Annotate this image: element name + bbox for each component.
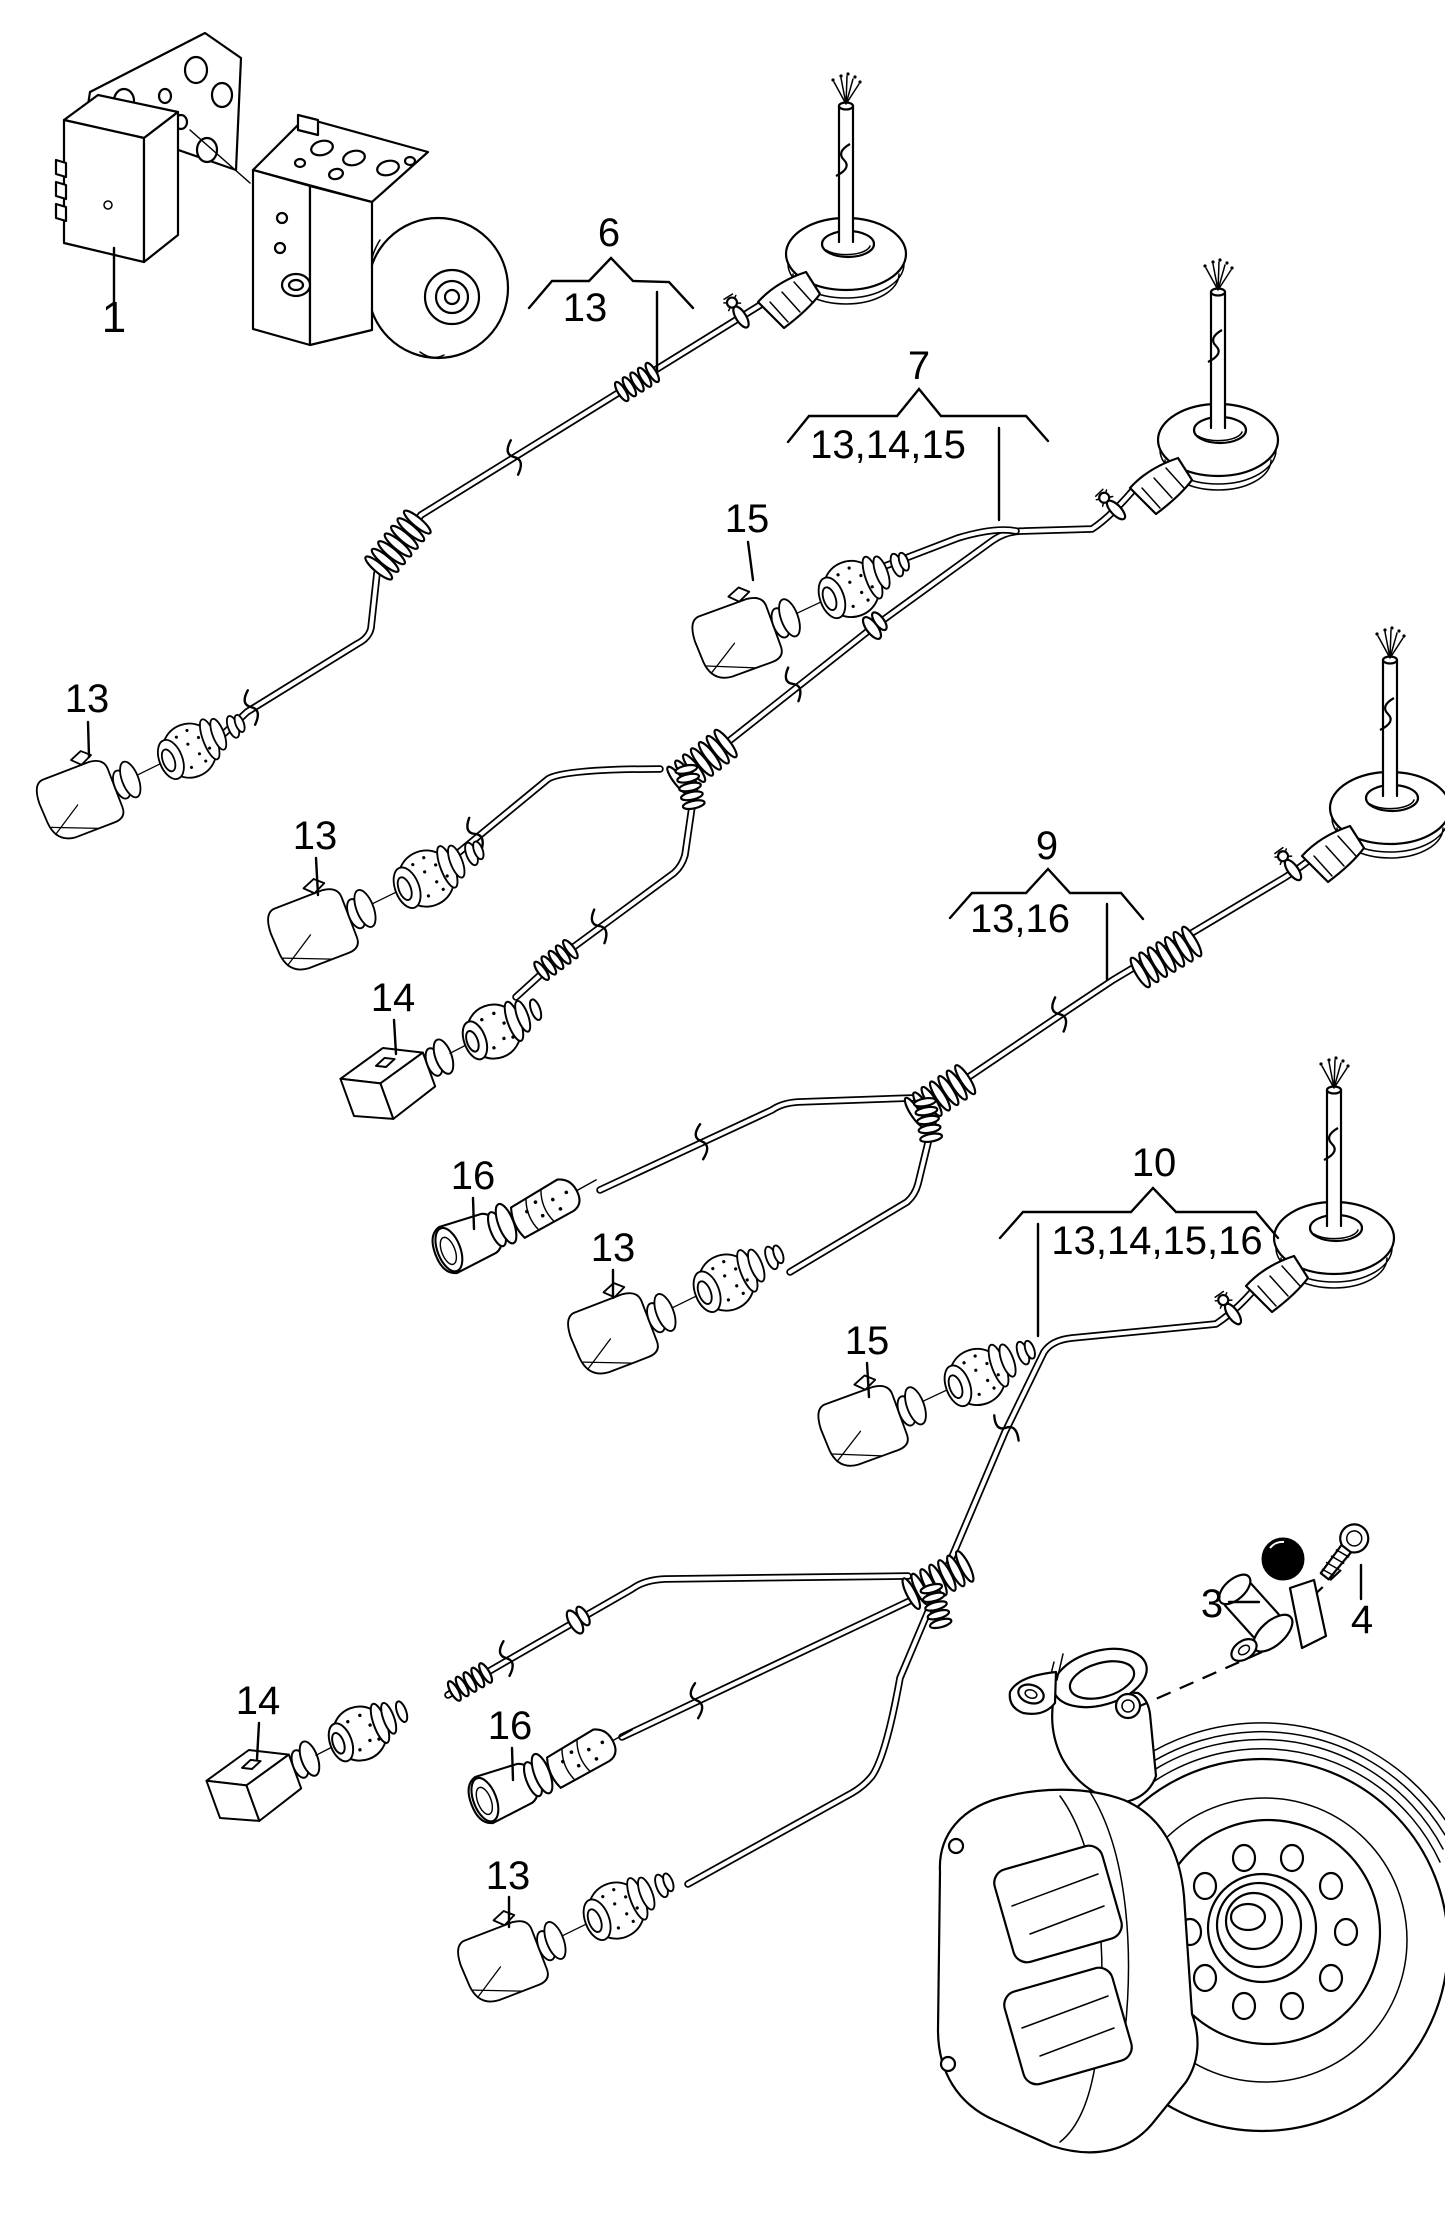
grommet-2 bbox=[1128, 257, 1280, 516]
group-bracket-7 bbox=[786, 387, 1050, 522]
leader-14-mid bbox=[392, 1018, 398, 1056]
harness-rear-2 bbox=[199, 1055, 1396, 2010]
leader-15-bottom bbox=[865, 1361, 871, 1399]
group-bracket-6 bbox=[527, 256, 695, 375]
callout-item-4: 4 bbox=[1351, 1598, 1373, 1642]
callout-group-6: 6 bbox=[598, 211, 620, 255]
callout-16-bottom: 16 bbox=[488, 1704, 533, 1748]
connector-14-bottom bbox=[199, 1689, 426, 1835]
callout-item-1: 1 bbox=[102, 293, 126, 342]
connector-13-left bbox=[26, 691, 262, 847]
sensor-mount-dash bbox=[1139, 1650, 1263, 1708]
callout-15-top: 15 bbox=[725, 497, 770, 541]
callout-16-mid: 16 bbox=[451, 1154, 496, 1198]
callout-13-mid: 13 bbox=[293, 814, 338, 858]
callout-group-7-members: 13,14,15 bbox=[810, 423, 966, 467]
callout-group-9-members: 13,16 bbox=[970, 897, 1070, 941]
group-bracket-10 bbox=[998, 1186, 1280, 1338]
callout-group-10: 10 bbox=[1132, 1141, 1177, 1185]
callout-13-left: 13 bbox=[65, 677, 110, 721]
steering-knuckle bbox=[1008, 1647, 1158, 1805]
grommet-3 bbox=[1300, 625, 1445, 884]
leader-16-mid bbox=[471, 1196, 476, 1231]
wheel-hub-assembly bbox=[936, 1523, 1445, 2154]
abs-hydraulic-unit bbox=[251, 113, 510, 360]
callout-group-9: 9 bbox=[1036, 824, 1058, 868]
callout-15-bottom: 15 bbox=[845, 1319, 890, 1363]
callout-group-6-members: 13 bbox=[563, 286, 608, 330]
harness-front-1 bbox=[26, 71, 908, 847]
connector-14-mid bbox=[333, 987, 560, 1133]
leader-16-bottom bbox=[510, 1746, 515, 1782]
wheel-speed-sensor bbox=[1218, 1537, 1328, 1663]
harness-front-2 bbox=[257, 257, 1280, 1133]
callout-13-bottom: 13 bbox=[486, 1854, 531, 1898]
leader-15-top bbox=[746, 540, 755, 582]
grommet-4 bbox=[1244, 1055, 1396, 1314]
callout-14-bottom: 14 bbox=[236, 1679, 281, 1723]
leader-13-left bbox=[86, 720, 91, 759]
callout-13-mid2: 13 bbox=[591, 1226, 636, 1270]
leader-14-bottom bbox=[255, 1721, 261, 1761]
callout-group-10-members: 13,14,15,16 bbox=[1051, 1219, 1262, 1263]
leader-13-mid bbox=[314, 856, 320, 897]
harness-rear-1 bbox=[425, 625, 1445, 1382]
callout-group-7: 7 bbox=[908, 344, 930, 388]
grommet-1 bbox=[756, 71, 908, 330]
sensor-bolt bbox=[1319, 1523, 1370, 1581]
callout-14-mid: 14 bbox=[371, 976, 416, 1020]
group-bracket-9 bbox=[948, 867, 1145, 982]
connector-13-bottom bbox=[447, 1849, 691, 2010]
brake-caliper bbox=[936, 1788, 1199, 2154]
abs-control-unit bbox=[54, 31, 251, 308]
connector-15-top bbox=[681, 528, 926, 686]
callout-item-3: 3 bbox=[1201, 1582, 1223, 1626]
y-junction-3 bbox=[900, 1061, 980, 1131]
